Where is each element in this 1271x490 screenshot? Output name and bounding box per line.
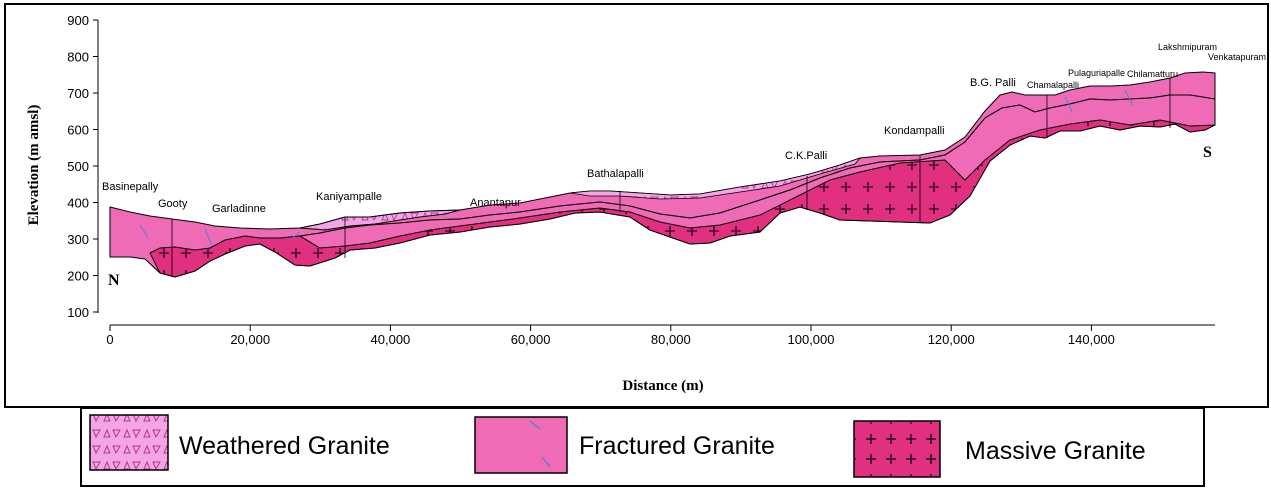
weathered-granite-layer-east: [569, 157, 862, 200]
direction-south: S: [1203, 144, 1212, 161]
x-tick-label: 60,000: [511, 332, 551, 347]
place-pulaguriapalle: Pulaguriapalle: [1068, 68, 1125, 78]
place-ckpalli: C.K.Palli: [785, 150, 827, 162]
place-bathalapalli: Bathalapalli: [587, 168, 644, 180]
weathered-granite-layer: [299, 209, 461, 231]
y-tick-label: 500: [67, 159, 89, 174]
y-tick-label: 900: [67, 13, 89, 28]
place-kaniyampalle: Kaniyampalle: [316, 191, 382, 203]
y-tick-label: 400: [67, 196, 89, 211]
legend-label-weathered: Weathered Granite: [179, 432, 390, 460]
fractured-swatch: [474, 416, 568, 474]
borehole-lines: [171, 78, 1171, 277]
x-axis: 0 20,000 40,000 60,000 80,000 100,000 120,000 1…: [106, 324, 1215, 347]
place-basinepally: Basinepally: [102, 181, 159, 193]
y-axis: 900 800 700 600 500 400 300 200 100: [67, 13, 99, 320]
y-tick-label: 300: [67, 232, 89, 247]
place-chilamatturu: Chilamatturu: [1127, 69, 1178, 79]
legend-label-fractured: Fractured Granite: [579, 432, 775, 460]
y-tick-label: 800: [67, 50, 89, 65]
y-tick-label: 100: [67, 305, 89, 320]
y-tick-label: 200: [67, 269, 89, 284]
place-venkatapuram: Venkatapuram: [1208, 52, 1266, 62]
weathered-swatch: [89, 414, 169, 471]
legend-label-massive: Massive Granite: [965, 437, 1146, 465]
legend-item-fractured: Fractured Granite: [474, 416, 775, 474]
x-tick-label: 120,000: [928, 332, 975, 347]
x-tick-label: 100,000: [788, 332, 835, 347]
y-tick-label: 600: [67, 123, 89, 138]
x-tick-label: 0: [106, 332, 113, 347]
legend-box: Weathered Granite Fractured Granite Mass…: [80, 407, 1205, 487]
place-garladinne: Garladinne: [212, 203, 266, 215]
place-anantapur: Anantapur: [470, 197, 521, 209]
legend-item-massive: Massive Granite: [853, 420, 1146, 478]
cross-section-profile: 900 800 700 600 500 400 300 200 100 0 20,000 40,00…: [26, 13, 1266, 394]
direction-north: N: [108, 272, 120, 289]
place-labels: Basinepally Gooty Garladinne Kaniyampall…: [102, 42, 1266, 215]
place-gooty: Gooty: [158, 198, 188, 210]
y-axis-label: Elevation (m amsl): [26, 105, 42, 226]
fracture-marks: [139, 89, 1134, 246]
x-tick-label: 40,000: [371, 332, 411, 347]
x-tick-label: 140,000: [1068, 332, 1115, 347]
place-chamalapalli: Chamalapalli: [1027, 80, 1079, 90]
x-tick-label: 80,000: [651, 332, 691, 347]
y-tick-label: 700: [67, 86, 89, 101]
massive-swatch: [853, 420, 941, 478]
place-lakshmipuram: Lakshmipuram: [1158, 42, 1217, 52]
place-kondampalli: Kondampalli: [884, 125, 945, 137]
legend-item-weathered: Weathered Granite: [89, 414, 390, 471]
legend: Weathered Granite Fractured Granite Mass…: [89, 414, 1146, 478]
x-axis-label: Distance (m): [622, 378, 703, 394]
x-tick-label: 20,000: [230, 332, 270, 347]
place-bgpalli: B.G. Palli: [970, 77, 1016, 89]
